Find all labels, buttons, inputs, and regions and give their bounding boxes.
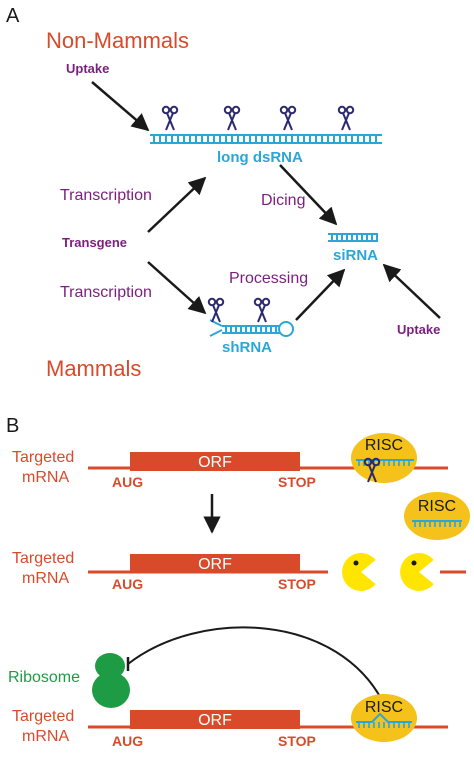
risc-guide-strand xyxy=(412,520,462,527)
long-dsrna-ladder xyxy=(150,134,382,144)
scissors-icon xyxy=(207,297,225,323)
pacman-icon xyxy=(342,552,376,591)
ribosome-label: Ribosome xyxy=(8,669,80,686)
scissors-icon xyxy=(363,457,381,483)
pacman-eye xyxy=(411,560,417,566)
processing-arrow xyxy=(295,268,346,321)
scissors-icon xyxy=(279,105,297,131)
transcription-top-label: Transcription xyxy=(60,187,152,204)
processing-label: Processing xyxy=(229,270,308,287)
targeted-label: Targeted xyxy=(12,550,74,567)
risc-complex-icon xyxy=(404,492,470,540)
stop-label: STOP xyxy=(278,576,316,592)
transgene-label: Transgene xyxy=(62,235,127,250)
mrna-row-2: Targeted mRNA ORF AUG STOP xyxy=(12,550,466,592)
aug-label: AUG xyxy=(112,733,143,749)
risc-complex-icon xyxy=(351,433,417,483)
dicing-arrow xyxy=(279,164,338,226)
shrna-hairpin xyxy=(209,319,294,337)
targeted-label: Targeted xyxy=(12,708,74,725)
transcription-top-arrow xyxy=(147,176,207,233)
long-dsrna-label: long dsRNA xyxy=(217,149,303,166)
dicing-label: Dicing xyxy=(261,192,305,209)
aug-label: AUG xyxy=(112,474,143,490)
non-mammals-title: Non-Mammals xyxy=(46,28,189,53)
mrna-label: mRNA xyxy=(22,728,69,745)
mrna-row-1: Targeted mRNA ORF AUG STOP RISC xyxy=(12,433,448,490)
repression-arc xyxy=(127,626,386,707)
sirna-ladder xyxy=(328,233,378,242)
scissors-icon xyxy=(253,297,271,323)
pacman-eye xyxy=(353,560,359,566)
scissors-icon xyxy=(337,105,355,131)
risc-bulged-guide xyxy=(356,712,412,723)
uptake-top-arrow xyxy=(91,81,150,132)
targeted-label: Targeted xyxy=(12,449,74,466)
stop-label: STOP xyxy=(278,474,316,490)
orf-box xyxy=(130,710,300,729)
transcription-bottom-label: Transcription xyxy=(60,284,152,301)
mrna-row-3: Ribosome Targeted mRNA ORF AUG STOP RISC xyxy=(8,626,448,749)
mrna-label: mRNA xyxy=(22,570,69,587)
uptake-top-label: Uptake xyxy=(66,61,109,76)
mammals-title: Mammals xyxy=(46,356,141,381)
scissors-icon xyxy=(161,105,179,131)
transcription-bottom-arrow xyxy=(147,261,207,315)
scissors-icon xyxy=(223,105,241,131)
risc-label: RISC xyxy=(365,437,403,454)
shrna-label: shRNA xyxy=(222,339,272,356)
orf-label: ORF xyxy=(198,556,232,573)
risc-guide-strand xyxy=(358,722,410,728)
orf-label: ORF xyxy=(198,454,232,471)
uptake-right-arrow xyxy=(382,263,441,319)
orf-box xyxy=(130,452,300,471)
orf-label: ORF xyxy=(198,712,232,729)
uptake-right-label: Uptake xyxy=(397,322,440,337)
aug-label: AUG xyxy=(112,576,143,592)
panel-b-label: B xyxy=(6,415,19,437)
stop-label: STOP xyxy=(278,733,316,749)
ribosome-icon xyxy=(92,653,130,708)
mrna-label: mRNA xyxy=(22,469,69,486)
sirna-label: siRNA xyxy=(333,247,378,264)
pacman-icon xyxy=(400,552,434,591)
orf-box xyxy=(130,554,300,573)
risc-label: RISC xyxy=(365,699,403,716)
panel-a-label: A xyxy=(6,5,20,27)
risc-label: RISC xyxy=(418,498,456,515)
